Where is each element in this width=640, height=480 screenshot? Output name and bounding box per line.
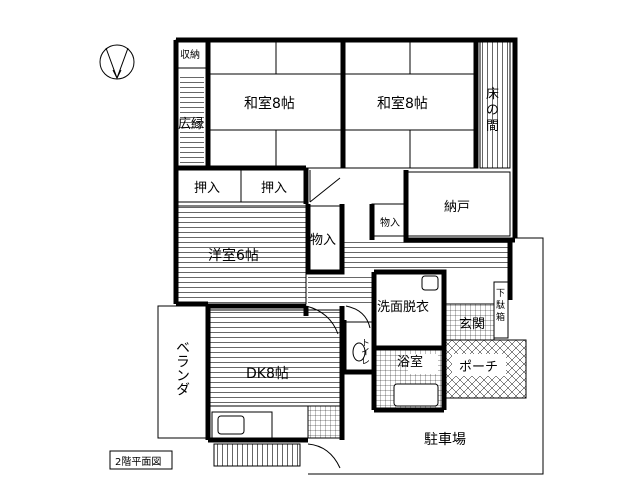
stairs — [213, 443, 301, 467]
oshiire-right-label: 押入 — [261, 181, 287, 196]
floor-label-box — [109, 450, 173, 470]
kitchen-grid — [307, 405, 343, 439]
sink-icon — [217, 415, 245, 435]
porch-label: ポーチ — [459, 360, 498, 375]
yoshitsu-floor — [177, 205, 307, 305]
tatami-lines-right — [343, 40, 478, 168]
monoire-label: 物入 — [310, 233, 336, 248]
genkan-label: 玄関 — [459, 317, 485, 332]
washitsu-left-label: 和室8帖 — [244, 95, 295, 112]
corridor-floor — [342, 240, 510, 270]
parking-outline — [308, 237, 544, 475]
veranda-label: ベランダ — [174, 340, 190, 396]
getabako-label-3: 箱 — [496, 311, 505, 323]
yoshitsu-label: 洋室6帖 — [208, 247, 259, 264]
north-arrow-icon — [99, 44, 135, 80]
corridor-floor-2 — [308, 276, 374, 304]
washitsu-right-label: 和室8帖 — [377, 95, 428, 112]
hall-door — [309, 170, 341, 203]
door-swing — [345, 305, 371, 329]
monoire-small-label: 物入 — [380, 216, 400, 229]
tokonoma-label-3: 間 — [486, 119, 499, 134]
genkan-area — [443, 303, 495, 341]
nando-label: 納戸 — [444, 200, 470, 215]
door-swing — [305, 305, 339, 335]
tokonoma-label-2: の — [486, 103, 499, 118]
tokonoma-area — [479, 39, 511, 169]
senmen-label: 洗面脱衣 — [377, 299, 429, 315]
tatami-lines-left — [210, 40, 343, 168]
bathtub-icon — [393, 383, 439, 407]
floor-label: 2階平面図 — [115, 456, 161, 468]
toilet-label: トイレ — [359, 338, 370, 365]
shuno-label: 収納 — [180, 48, 200, 61]
getabako-area — [493, 281, 509, 339]
tokonoma-label-1: 床 — [486, 87, 499, 102]
getabako-label-2: 駄 — [496, 299, 505, 311]
walls — [173, 37, 518, 443]
parking-label: 駐車場 — [424, 431, 466, 448]
hiroen-label: 広縁 — [178, 116, 204, 132]
toilet-bowl-icon — [352, 342, 366, 362]
hiroen-floor — [180, 75, 204, 165]
oshiire-left-label: 押入 — [194, 181, 220, 196]
washbasin-icon — [421, 275, 439, 291]
getabako-label-1: 下 — [496, 289, 505, 299]
dk-label: DK8帖 — [246, 366, 289, 382]
dk-floor — [207, 309, 343, 407]
yokushitsu-label: 浴室 — [397, 354, 423, 370]
